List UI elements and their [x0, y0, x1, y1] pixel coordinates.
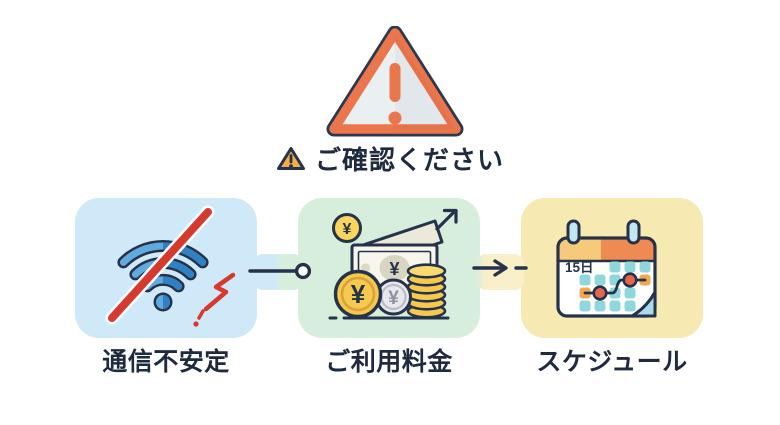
connector-arrow-dash	[472, 259, 528, 277]
alert-heading: ご確認ください	[314, 145, 504, 175]
error-zigzag	[203, 272, 236, 312]
coin-stack	[406, 263, 447, 319]
exclamation-dot	[388, 111, 402, 125]
schedule-route	[583, 278, 647, 295]
alert-heading-row: ご確認ください	[0, 140, 780, 177]
label-schedule: スケジュール	[536, 348, 688, 376]
calendar-grid	[579, 261, 651, 312]
slash	[108, 208, 212, 322]
page-fold	[630, 290, 657, 318]
silver-yen-symbol: ¥	[388, 288, 399, 309]
calendar-icon: 15日	[556, 219, 657, 318]
calendar-date-label: 15日	[565, 260, 594, 275]
label-fees: ご利用料金	[325, 348, 453, 376]
calendar-header-right	[601, 238, 655, 261]
gold-yen-symbol: ¥	[351, 279, 366, 309]
exclamation-bar	[389, 63, 401, 102]
yen-badge	[332, 213, 362, 243]
yen-payment-icon: ¥ ¥ ¥	[328, 208, 458, 320]
route-node	[592, 285, 608, 301]
card-schedule: 15日	[521, 198, 703, 338]
warning-triangle-icon	[326, 26, 464, 137]
increase-arrow-icon	[435, 208, 458, 231]
card-network	[75, 198, 257, 338]
wifi-disconnected-icon	[105, 205, 236, 327]
calendar-ring-right	[626, 219, 641, 245]
label-network: 通信不安定	[102, 348, 230, 376]
small-warning-icon	[276, 147, 305, 170]
card-fees: ¥ ¥ ¥	[298, 198, 480, 338]
connector-line-circle	[248, 262, 312, 280]
bill-yen-symbol: ¥	[389, 259, 399, 279]
badge-yen-symbol: ¥	[343, 221, 352, 238]
gold-coin: ¥	[333, 269, 383, 319]
calendar-ring-left	[566, 219, 581, 245]
route-node	[622, 272, 638, 288]
